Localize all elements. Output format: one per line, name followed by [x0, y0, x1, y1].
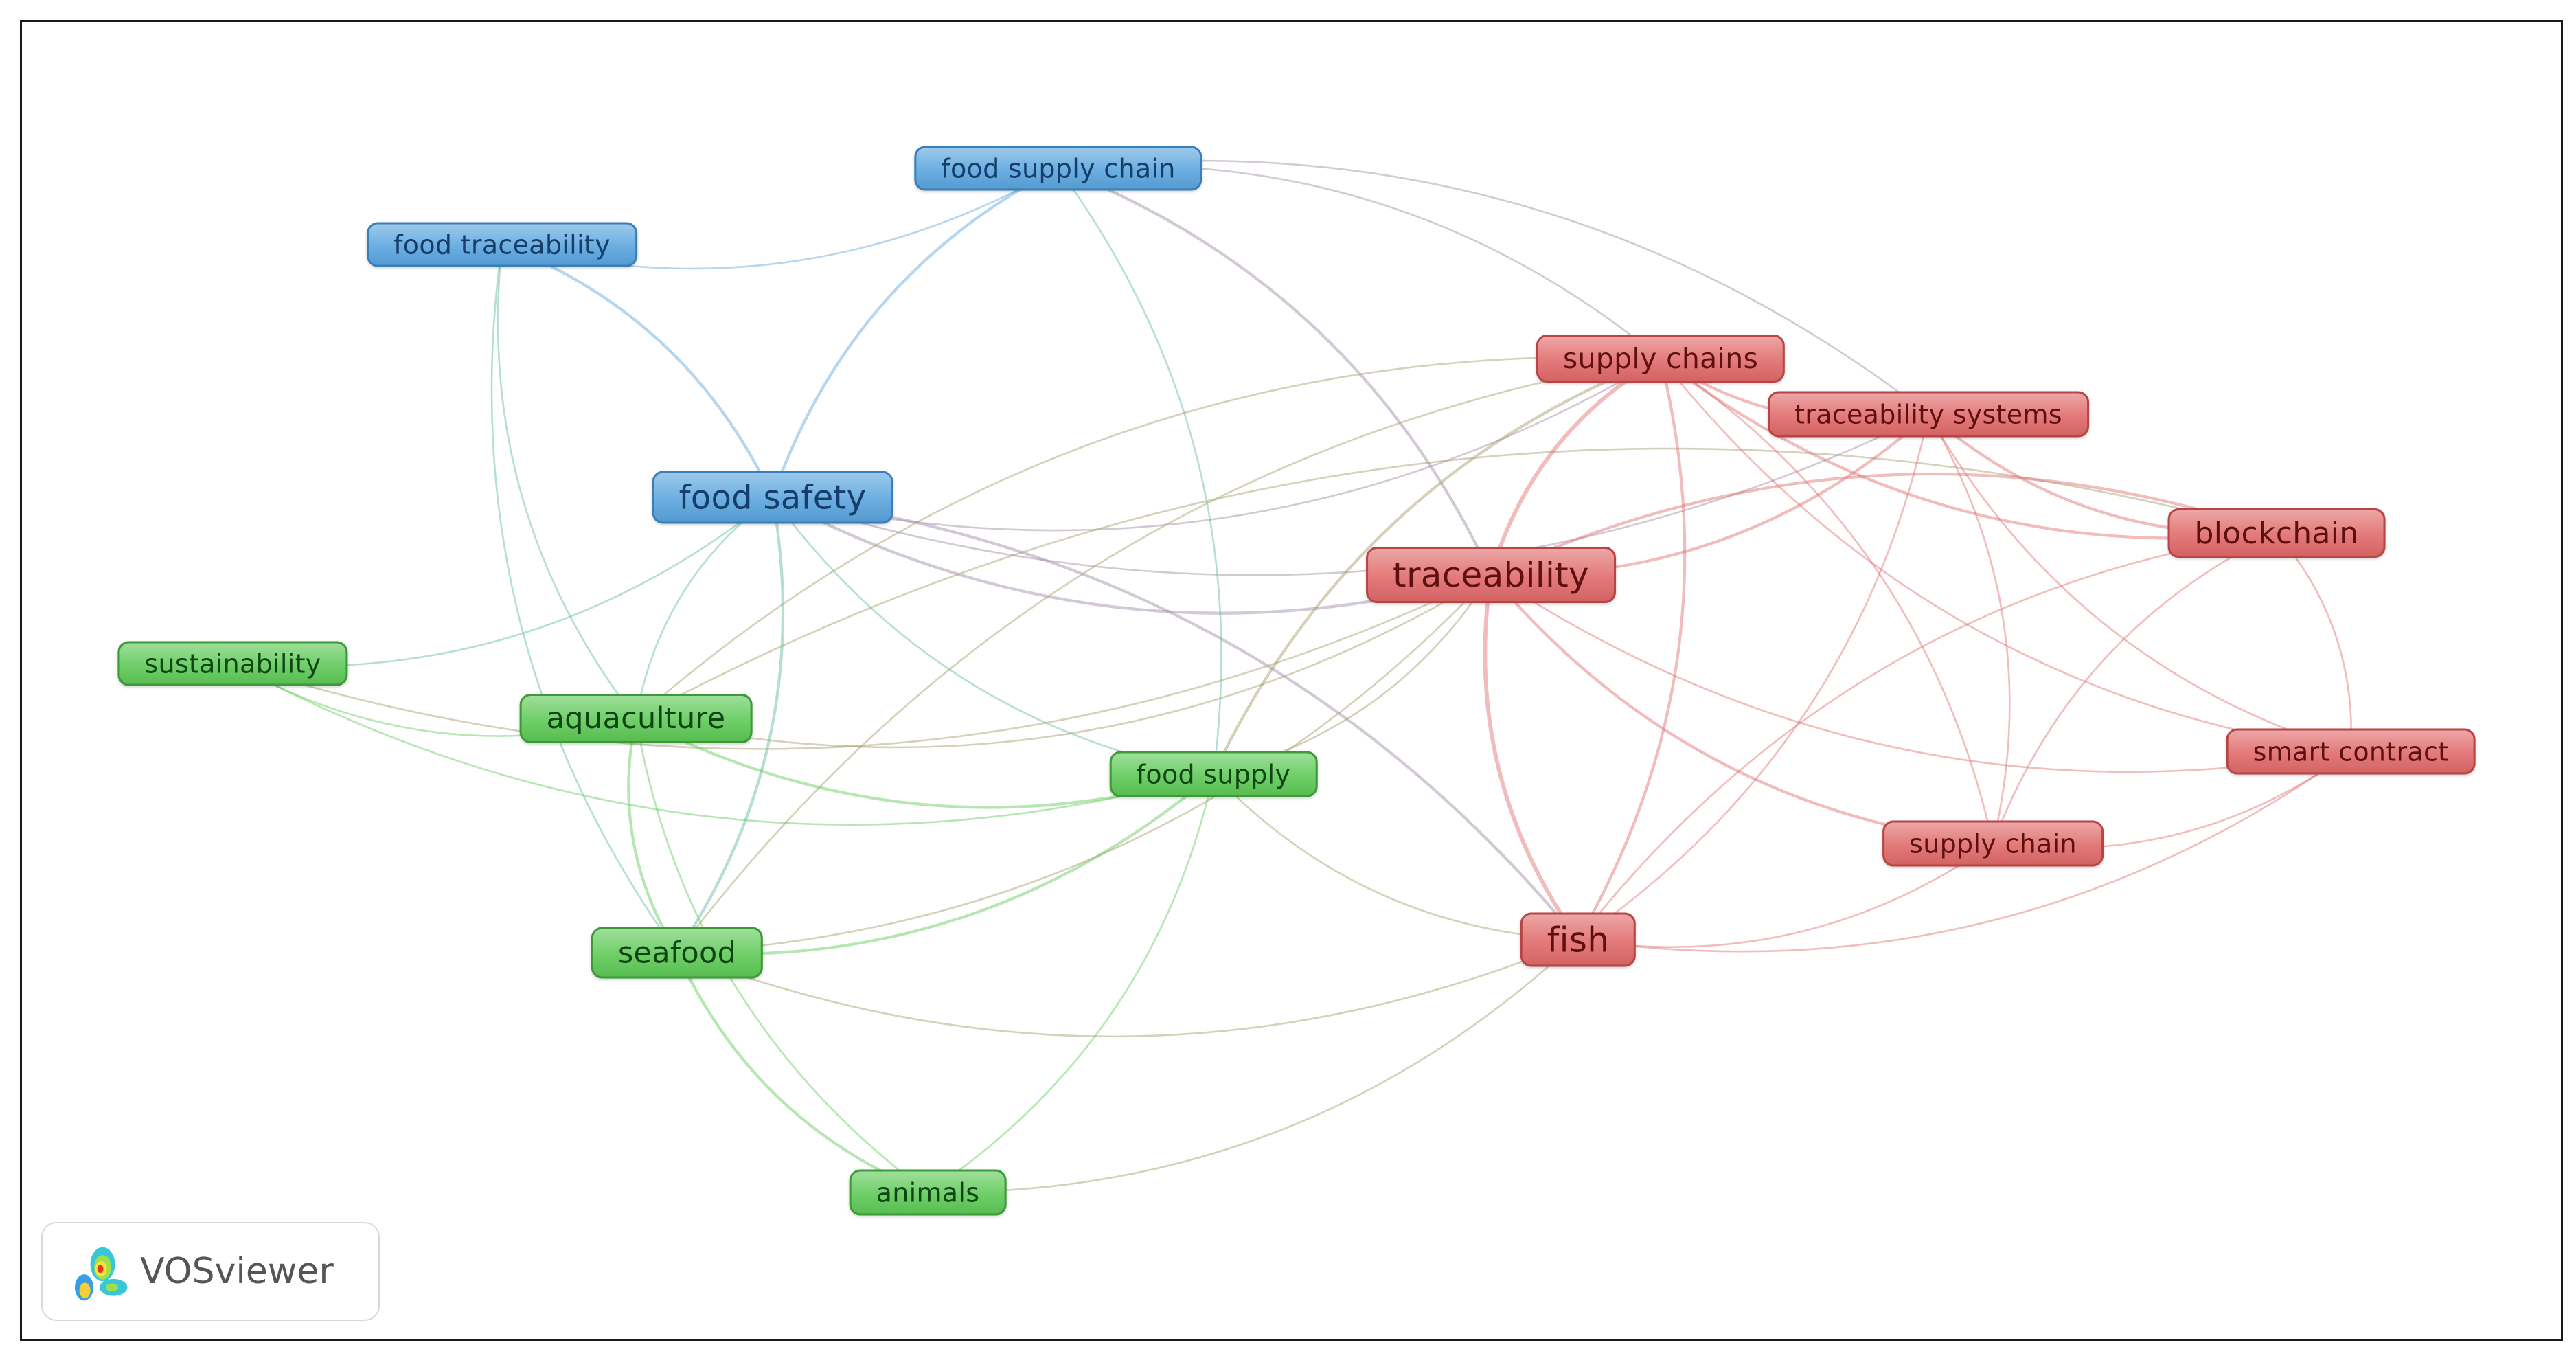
node-food-safety[interactable]: food safety	[652, 471, 893, 524]
node-seafood[interactable]: seafood	[591, 927, 764, 979]
link-aquaculture-animals	[635, 717, 929, 1194]
link-food-safety-aquaculture	[635, 496, 774, 720]
link-traceability-systems-food-supply-chain	[1057, 159, 1930, 416]
link-blockchain-aquaculture	[635, 447, 2278, 720]
node-supply-chains[interactable]: supply chains	[1536, 335, 1786, 383]
node-traceability-systems[interactable]: traceability systems	[1768, 391, 2089, 438]
node-aquaculture[interactable]: aquaculture	[519, 694, 753, 743]
link-fish-smart-contract	[1577, 750, 2352, 953]
link-smart-contract-blockchain	[2275, 532, 2352, 753]
link-sustainability-traceability	[231, 574, 1492, 750]
node-sustainability[interactable]: sustainability	[117, 641, 348, 686]
link-supply-chain-traceability-systems	[1927, 413, 2011, 845]
link-food-traceability-seafood	[490, 243, 679, 954]
link-animals-food-supply	[926, 773, 1215, 1194]
link-supply-chains-aquaculture	[635, 356, 1662, 720]
node-traceability[interactable]: traceability	[1366, 547, 1616, 603]
node-supply-chain[interactable]: supply chain	[1882, 820, 2104, 867]
link-seafood-food-safety	[675, 495, 785, 955]
link-seafood-animals	[675, 951, 930, 1195]
node-blockchain[interactable]: blockchain	[2167, 508, 2386, 558]
link-fish-supply-chains	[1576, 356, 1687, 942]
node-food-supply[interactable]: food supply	[1109, 751, 1318, 797]
link-food-supply-food-supply-chain	[1057, 167, 1222, 776]
node-food-traceability[interactable]: food traceability	[367, 222, 637, 267]
link-blockchain-supply-chain	[1992, 532, 2278, 845]
node-fish[interactable]: fish	[1520, 912, 1637, 967]
link-aquaculture-traceability	[635, 574, 1492, 749]
node-smart-contract[interactable]: smart contract	[2226, 728, 2476, 775]
link-traceability-food-supply-chain	[1056, 166, 1493, 577]
link-food-safety-food-traceability	[500, 242, 775, 499]
link-supply-chains-smart-contract	[1659, 357, 2352, 753]
link-food-traceability-aquaculture	[497, 243, 637, 720]
link-supply-chains-food-supply-chain	[1057, 164, 1662, 360]
link-traceability-systems-smart-contract	[1927, 413, 2352, 753]
link-supply-chain-supply-chains	[1659, 357, 1994, 845]
link-aquaculture-seafood	[627, 716, 679, 955]
link-seafood-food-supply	[675, 772, 1216, 956]
vosviewer-logo: VOSviewer	[41, 1222, 380, 1321]
link-traceability-smart-contract	[1490, 574, 2352, 773]
link-fish-traceability-systems	[1577, 413, 1930, 941]
link-food-supply-chain-food-safety	[771, 166, 1060, 499]
link-blockchain-traceability	[1489, 472, 2279, 577]
link-supply-chains-seafood	[676, 357, 1662, 954]
link-seafood-traceability	[676, 574, 1492, 954]
link-fish-food-safety	[771, 495, 1580, 942]
link-food-safety-traceability-systems	[771, 413, 1930, 576]
vosviewer-logo-text: VOSviewer	[140, 1251, 334, 1292]
link-traceability-supply-chain	[1489, 573, 1995, 846]
link-seafood-fish	[676, 938, 1580, 1038]
vosviewer-logo-icon	[75, 1247, 128, 1301]
node-animals[interactable]: animals	[849, 1169, 1007, 1216]
link-fish-supply-chain	[1577, 842, 1994, 948]
link-traceability-fish	[1483, 573, 1580, 942]
link-food-supply-fish	[1212, 773, 1580, 941]
link-animals-fish	[926, 938, 1580, 1194]
link-food-safety-supply-chains	[771, 357, 1662, 532]
link-blockchain-fish	[1577, 532, 2278, 941]
node-food-supply-chain[interactable]: food supply chain	[914, 146, 1202, 191]
link-supply-chains-food-supply	[1211, 356, 1663, 776]
link-sustainability-food-supply	[231, 662, 1215, 826]
link-supply-chains-traceability	[1489, 356, 1663, 577]
